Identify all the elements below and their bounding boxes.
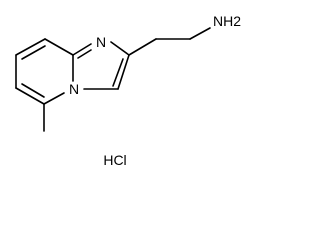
- atom-label-n-top: N: [96, 34, 106, 50]
- bond-c2-c3: [117, 54, 130, 90]
- bond-c5-n4: [43, 92, 65, 105]
- atom-label-nh2: NH2: [213, 13, 241, 29]
- bonds: [15, 27, 211, 132]
- double-bond-c8-c7: [21, 45, 46, 60]
- bond-c8a-n1: [72, 43, 92, 56]
- salt-label-hcl: HCl: [103, 152, 126, 168]
- bond-c8-c7: [15, 38, 46, 56]
- bond-c2-ch2a: [128, 38, 157, 56]
- double-bond-c6-c5: [21, 83, 45, 98]
- double-bond-c2-c3: [112, 58, 124, 87]
- bond-n1-c2: [110, 41, 130, 56]
- atom-label-n-bridge: N: [69, 81, 79, 97]
- bond-c6-c5: [15, 87, 45, 105]
- atom-labels: N N NH2 HCl: [69, 13, 241, 168]
- double-bond-c8a-n1: [77, 49, 92, 59]
- bond-ch2b-n: [189, 27, 211, 40]
- chemical-structure-diagram: N N NH2 HCl: [15, 13, 241, 168]
- bond-c8a-c8: [44, 38, 74, 56]
